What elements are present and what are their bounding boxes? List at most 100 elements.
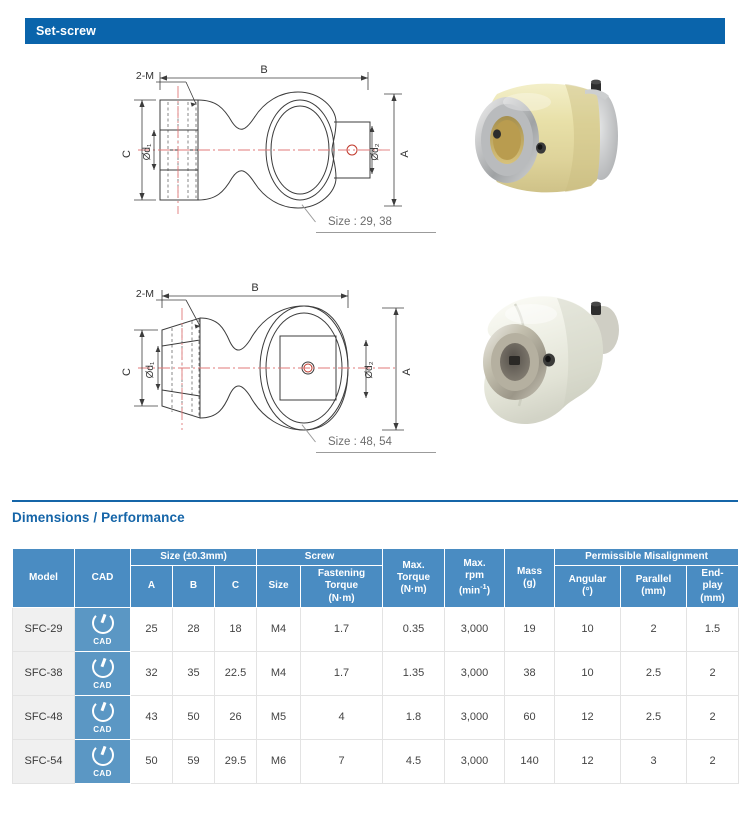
cell-size-b: 59 (172, 738, 215, 784)
technical-drawing-48-54: B A C (120, 278, 440, 473)
product-photo-29-38 (445, 60, 645, 250)
cell-size-a: 25 (130, 606, 173, 652)
header-size-c: C (213, 565, 258, 608)
header-max-rpm-l3b: ) (486, 585, 491, 597)
cell-max-torque: 4.5 (382, 738, 446, 784)
header-mass-l1: Mass (517, 565, 543, 577)
header-fastening-l3: (N·m) (328, 592, 355, 604)
cell-size-c: 29.5 (213, 738, 258, 784)
header-fastening-torque: Fastening Torque (N·m) (300, 565, 384, 608)
dim-label-2m: 2-M (136, 70, 154, 82)
header-size-group: Size (±0.3mm) (129, 547, 258, 567)
product-photo-48-54 (445, 278, 645, 473)
header-parallel: Parallel (mm) (620, 565, 688, 608)
dim-label-b: B (251, 282, 258, 294)
cad-icon: CAD (86, 699, 120, 734)
cell-max-torque: 1.8 (382, 694, 446, 740)
cad-icon: CAD (86, 655, 120, 690)
cell-size-b: 50 (172, 694, 215, 740)
size-leader-rule-1 (316, 232, 436, 233)
performance-title: Dimensions / Performance (12, 510, 185, 525)
dim-label-b: B (260, 64, 267, 76)
cad-icon-ring (91, 699, 114, 722)
cell-max-torque: 1.35 (382, 650, 446, 696)
cell-endplay: 1.5 (686, 606, 740, 652)
header-mass-l2: (g) (523, 577, 536, 589)
cell-size-b: 28 (172, 606, 215, 652)
cell-model: SFC-38 (12, 650, 75, 696)
cell-parallel: 2.5 (620, 650, 688, 696)
cell-max-rpm: 3,000 (444, 738, 506, 784)
header-angular-l2: (°) (582, 586, 593, 598)
performance-divider (12, 500, 738, 502)
header-max-torque-l1: Max. (402, 559, 425, 571)
cad-icon-label: CAD (93, 724, 112, 734)
cell-angular: 12 (554, 694, 622, 740)
header-size-b: B (172, 565, 215, 608)
dim-label-c: C (121, 150, 133, 158)
header-parallel-l2: (mm) (641, 586, 666, 598)
dim-label-d2: Ød₂ (370, 143, 381, 160)
header-size-a: A (130, 565, 173, 608)
cell-max-torque: 0.35 (382, 606, 446, 652)
cell-parallel: 3 (620, 738, 688, 784)
cell-mass: 38 (504, 650, 556, 696)
header-endplay-l3: (mm) (700, 592, 725, 604)
cell-angular: 10 (554, 606, 622, 652)
cell-model: SFC-29 (12, 606, 75, 652)
header-angular: Angular (°) (554, 565, 622, 608)
cad-download-button[interactable]: CAD (74, 694, 131, 740)
section-title: Set-screw (36, 24, 96, 38)
cell-max-rpm: 3,000 (444, 650, 506, 696)
cell-angular: 10 (554, 650, 622, 696)
header-angular-l1: Angular (568, 574, 607, 586)
header-misalignment-group: Permissible Misalignment (554, 547, 740, 567)
cell-fastening-torque: 7 (300, 738, 384, 784)
header-model: Model (12, 548, 75, 608)
header-endplay: End- play (mm) (686, 565, 740, 608)
header-parallel-l1: Parallel (635, 574, 672, 586)
header-max-torque: Max. Torque (N·m) (382, 548, 446, 608)
cell-model: SFC-54 (12, 738, 75, 784)
cell-screw-size: M4 (256, 606, 302, 652)
dim-label-d2: Ød₂ (364, 361, 375, 378)
table-header-row-1: Model CAD Size (±0.3mm) Screw Max. Torqu… (12, 547, 740, 608)
performance-section-header: Dimensions / Performance (12, 500, 738, 525)
cad-icon: CAD (86, 743, 120, 778)
cad-download-button[interactable]: CAD (74, 738, 131, 784)
cell-fastening-torque: 4 (300, 694, 384, 740)
cell-size-a: 43 (130, 694, 173, 740)
dim-label-c: C (121, 368, 133, 376)
cell-screw-size: M6 (256, 738, 302, 784)
cad-icon-label: CAD (93, 636, 112, 646)
cell-endplay: 2 (686, 694, 740, 740)
specification-table: Model CAD Size (±0.3mm) Screw Max. Torqu… (12, 547, 740, 784)
dim-label-d1: Ød₁ (142, 143, 153, 160)
cad-download-button[interactable]: CAD (74, 650, 131, 696)
cell-size-c: 18 (213, 606, 258, 652)
cell-parallel: 2.5 (620, 694, 688, 740)
section-header-bar: Set-screw (25, 18, 725, 44)
cad-icon: CAD (86, 611, 120, 646)
header-max-rpm-sup: -1 (480, 582, 487, 592)
cell-fastening-torque: 1.7 (300, 650, 384, 696)
table-header-row-2: A B C Size Fastening Torque (N·m) Angula… (13, 565, 740, 608)
header-max-rpm-l3: (min (458, 585, 481, 597)
cell-size-b: 35 (172, 650, 215, 696)
cad-download-button[interactable]: CAD (74, 606, 131, 652)
cell-endplay: 2 (686, 650, 740, 696)
header-max-rpm-l1: Max. (463, 557, 486, 569)
header-endplay-l1: End- (701, 568, 724, 580)
photo-svg-1 (475, 79, 618, 193)
dim-label-a: A (399, 150, 411, 158)
cell-size-c: 22.5 (213, 650, 258, 696)
header-fastening-l1: Fastening (317, 568, 366, 580)
header-fastening-l2: Torque (324, 580, 359, 592)
size-leader-rule-2 (316, 452, 436, 453)
header-max-torque-l2: Torque (396, 571, 431, 583)
